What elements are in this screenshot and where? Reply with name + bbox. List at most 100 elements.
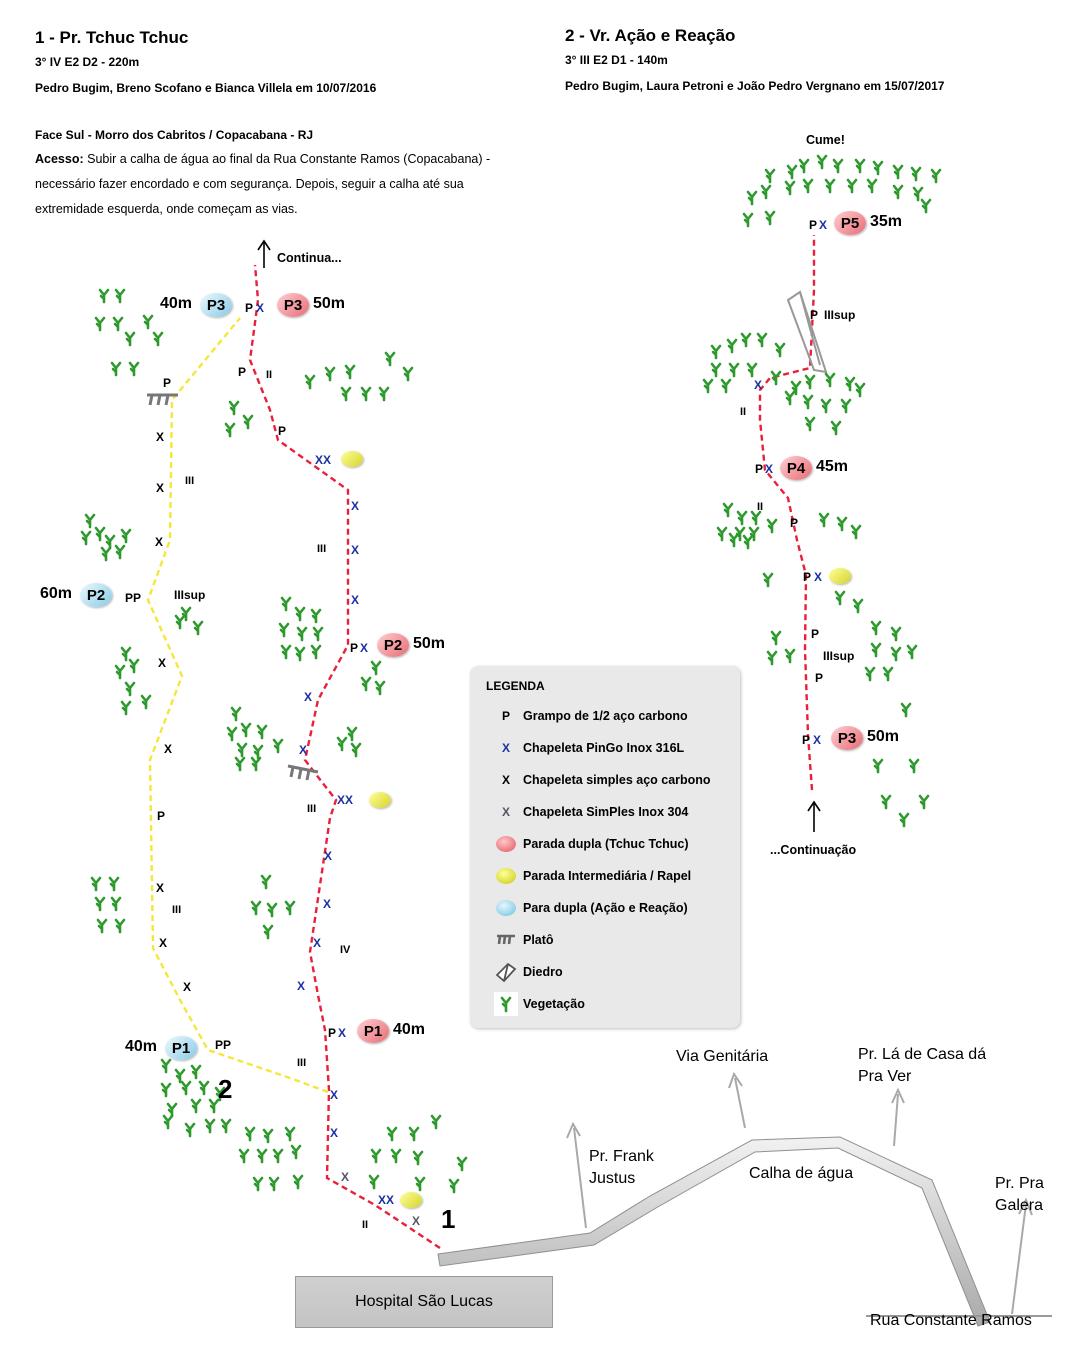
station-distance: 40m bbox=[393, 1021, 426, 1038]
vegetation-icon bbox=[304, 374, 316, 390]
vegetation-icon bbox=[872, 160, 884, 176]
bolt-grampo: P bbox=[815, 671, 824, 685]
yellow-circle-icon bbox=[494, 864, 518, 888]
vegetation-icon bbox=[180, 1080, 192, 1096]
vegetation-icon bbox=[250, 756, 262, 772]
bolt-pingo: X bbox=[351, 499, 360, 513]
vegetation-icon bbox=[240, 722, 252, 738]
hospital-box: Hospital São Lucas bbox=[295, 1276, 553, 1328]
plato-icon bbox=[494, 928, 518, 952]
vegetation-icon bbox=[882, 666, 894, 682]
vegetation-icon bbox=[716, 526, 728, 542]
blue-station-p2: P2 bbox=[80, 583, 112, 607]
vegetation-icon bbox=[310, 608, 322, 624]
vegetation-icon bbox=[864, 666, 876, 682]
bolt-simples: X bbox=[156, 481, 165, 495]
vegetation-icon bbox=[890, 626, 902, 642]
grade-label: IIIsup bbox=[823, 649, 855, 663]
legend-item-plato: Platô bbox=[494, 928, 554, 952]
grade-label: II bbox=[740, 406, 747, 418]
vegetation-icon bbox=[742, 534, 754, 550]
legend-label: Vegetação bbox=[523, 997, 585, 1011]
bolt-pingo: X bbox=[330, 1126, 339, 1140]
vegetation-icon bbox=[114, 664, 126, 680]
vegetation-icon bbox=[720, 378, 732, 394]
bolt-simples: X bbox=[156, 430, 165, 444]
vegetation-icon bbox=[94, 526, 106, 542]
bolt-grampo: P bbox=[803, 570, 812, 584]
vegetation-icon bbox=[702, 378, 714, 394]
vegetation-icon bbox=[94, 316, 106, 332]
vegetation-icon bbox=[296, 626, 308, 642]
legend-title: LEGENDA bbox=[486, 679, 545, 693]
access-text: Subir a calha de água ao final da Rua Co… bbox=[35, 152, 491, 216]
station-distance: 45m bbox=[816, 458, 849, 475]
vegetation-icon bbox=[746, 362, 758, 378]
station-label: P2 bbox=[383, 636, 403, 654]
vegetation-icon bbox=[368, 1174, 380, 1190]
vegetation-icon bbox=[870, 620, 882, 636]
vegetation-icon bbox=[830, 420, 842, 436]
bolt-grampo: P bbox=[802, 733, 811, 747]
station-distance: 50m bbox=[867, 728, 900, 745]
vegetation-icon bbox=[854, 158, 866, 174]
legend-symbol-x-blue: X bbox=[501, 741, 510, 755]
vegetation-icon bbox=[850, 524, 862, 540]
blue-circle-icon bbox=[494, 896, 518, 920]
bolt-grampo: P bbox=[811, 627, 820, 641]
vegetation-icon bbox=[310, 644, 322, 660]
vegetation-icon bbox=[124, 681, 136, 697]
vegetation-icon bbox=[110, 896, 122, 912]
bolt-simples: X bbox=[158, 656, 167, 670]
bolt-pingo: X bbox=[351, 543, 360, 557]
vegetation-icon bbox=[236, 742, 248, 758]
legend-item-vegetacao: Vegetação bbox=[494, 992, 585, 1016]
vegetation-icon bbox=[230, 706, 242, 722]
legend-symbol-x-gray: X bbox=[501, 805, 510, 819]
vegetation-icon bbox=[244, 1126, 256, 1142]
vegetation-icon bbox=[736, 510, 748, 526]
route1-grade: 3° IV E2 D2 - 220m bbox=[35, 55, 140, 69]
vegetation-icon bbox=[760, 184, 772, 200]
vegetation-icon bbox=[784, 648, 796, 664]
vegetation-icon bbox=[192, 620, 204, 636]
bolt-pingo: X bbox=[819, 218, 828, 232]
bolt-grampo: PP bbox=[215, 1038, 232, 1052]
diedro-icon bbox=[494, 960, 518, 984]
bolt-inox: X bbox=[412, 1214, 421, 1228]
vegetation-icon bbox=[324, 366, 336, 382]
vegetation-icon bbox=[280, 644, 292, 660]
vegetation-icon bbox=[766, 650, 778, 666]
legend-label: Grampo de 1/2 aço carbono bbox=[523, 709, 688, 723]
bolt-grampo: P bbox=[163, 376, 172, 390]
vegetation-icon bbox=[344, 364, 356, 380]
route1-authors: Pedro Bugim, Breno Scofano e Bianca Vill… bbox=[35, 81, 377, 95]
vegetation-icon bbox=[448, 1178, 460, 1194]
legend-label: Platô bbox=[523, 933, 554, 947]
vegetation-icon bbox=[456, 1156, 468, 1172]
vegetation-icon bbox=[722, 502, 734, 518]
station-label: P3 bbox=[837, 729, 857, 747]
bolt-pingo: X bbox=[313, 936, 322, 950]
legend-label: Chapeleta SimPles Inox 304 bbox=[523, 805, 689, 819]
bolt-grampo: P bbox=[278, 424, 287, 438]
vegetation-icon bbox=[114, 918, 126, 934]
bolt-pingo: X bbox=[330, 1088, 339, 1102]
bolt-pingo: XX bbox=[378, 1193, 395, 1207]
blue-station-p1: P1 bbox=[165, 1036, 197, 1060]
vegetation-icon bbox=[238, 1148, 250, 1164]
bolt-grampo: P bbox=[755, 462, 764, 476]
vegetation-icon bbox=[740, 332, 752, 348]
vegetation-icon bbox=[374, 680, 386, 696]
vegetation-icon bbox=[870, 642, 882, 658]
vegetation-icon bbox=[280, 596, 292, 612]
vegetation-icon bbox=[784, 180, 796, 196]
vegetation-icon bbox=[802, 178, 814, 194]
legend-label: Parada dupla (Tchuc Tchuc) bbox=[523, 837, 689, 851]
vegetation-icon bbox=[108, 876, 120, 892]
vegetation-icon bbox=[430, 1114, 442, 1130]
vegetation-icon bbox=[104, 534, 116, 550]
access-label: Acesso: bbox=[35, 152, 84, 166]
vegetation-icon bbox=[840, 398, 852, 414]
bolt-grampo: P bbox=[790, 516, 799, 530]
